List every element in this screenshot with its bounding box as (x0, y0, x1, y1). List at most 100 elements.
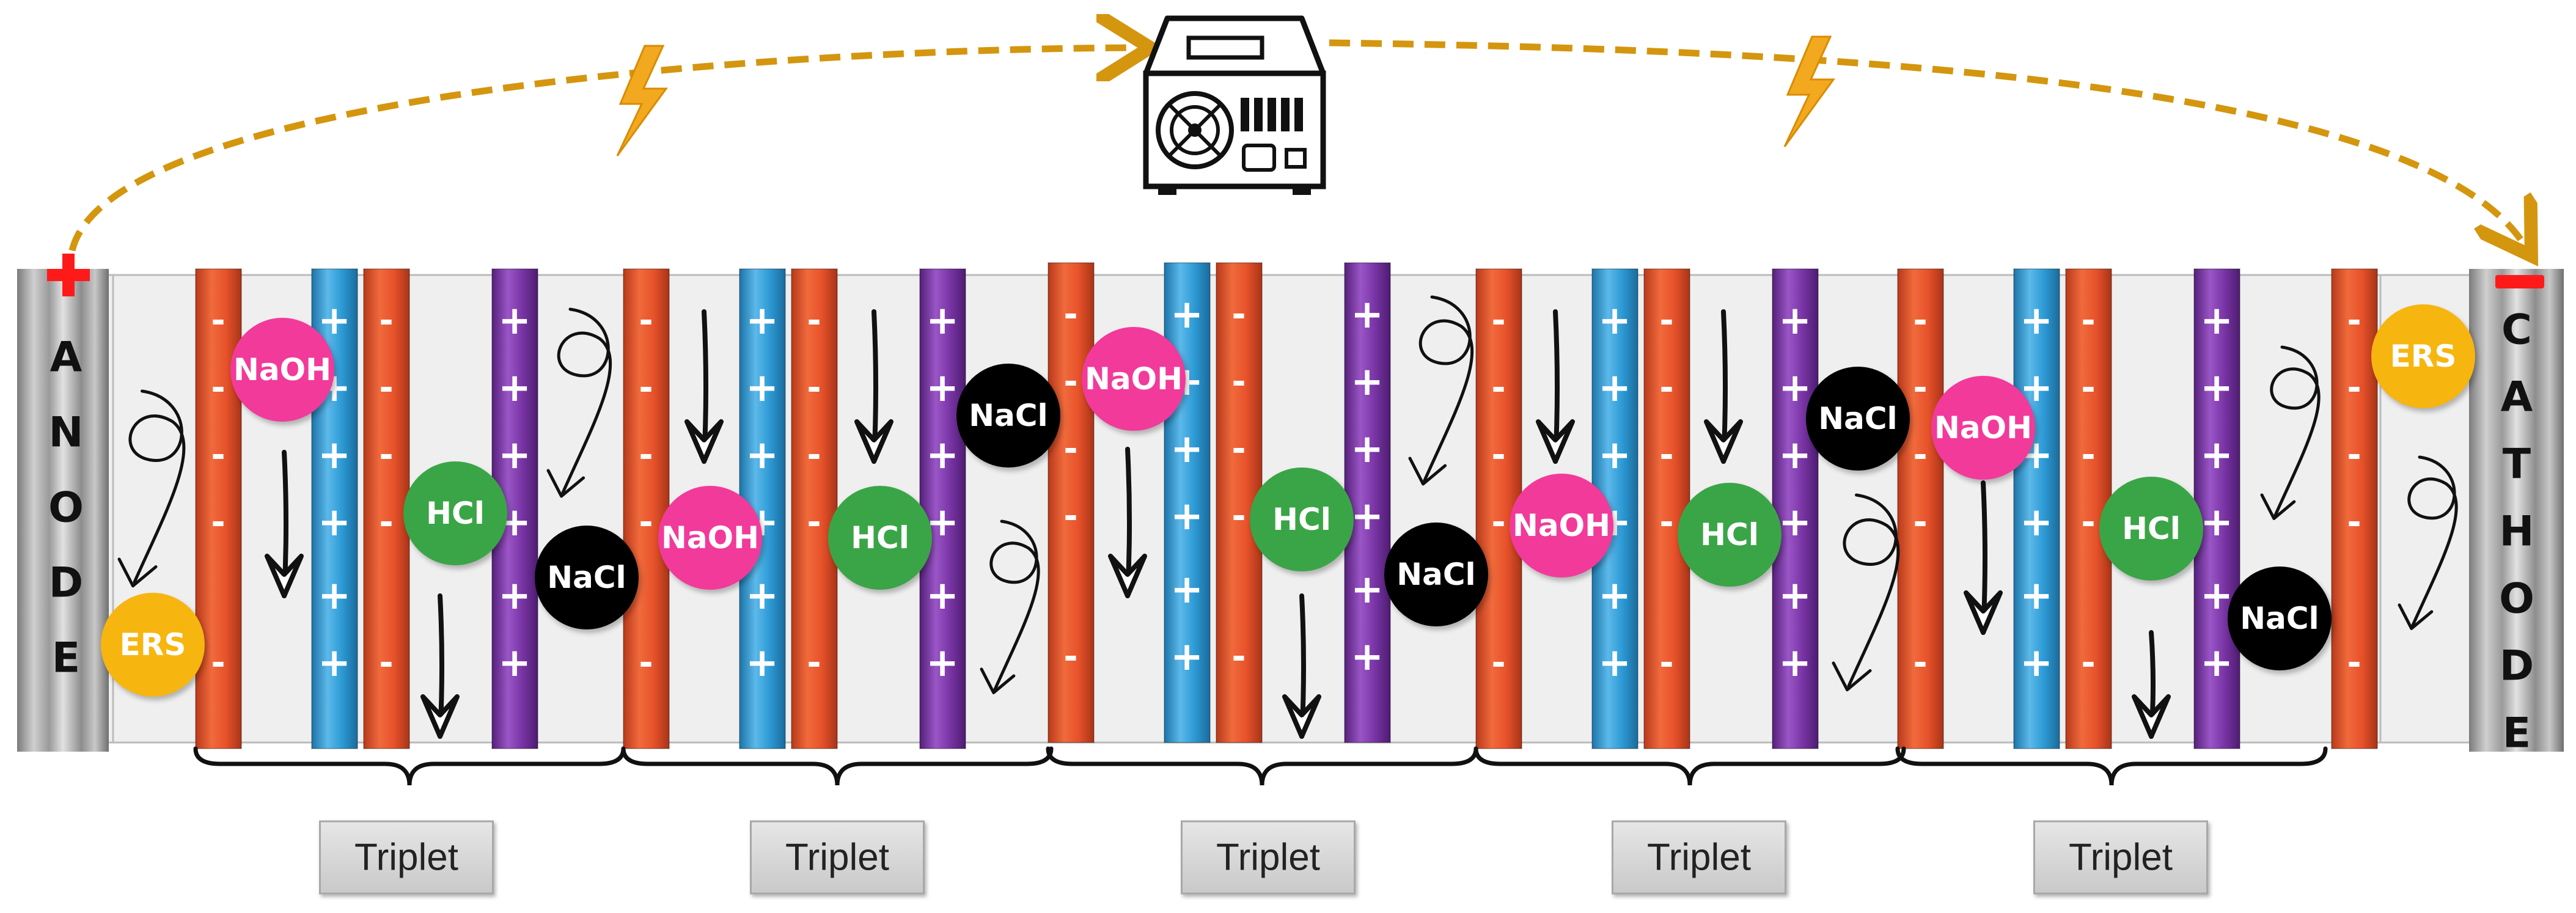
triplet-label: Triplet (1181, 820, 1356, 895)
circuit-wire-left (68, 48, 1137, 252)
positive-charge-sign: + (1170, 634, 1203, 680)
positive-charge-sign: + (318, 573, 351, 618)
negative-charge-sign: - (1231, 496, 1246, 536)
negative-charge-sign: - (1231, 295, 1246, 334)
positive-charge-sign: + (1778, 298, 1811, 343)
minus-sign (2495, 275, 2544, 288)
negative-charge-sign: - (379, 435, 394, 475)
mixing-swirl-icon (1418, 295, 1474, 482)
circuit-wire-right (1329, 39, 2524, 244)
positive-charge-sign: + (318, 500, 351, 545)
positive-charge-sign: + (746, 640, 779, 686)
positive-charge-sign: + (318, 640, 351, 686)
negative-charge-sign: - (2081, 435, 2096, 475)
anode-letter: D (48, 559, 84, 607)
positive-charge-sign: + (2200, 640, 2233, 686)
triplet-label: Triplet (2033, 820, 2208, 895)
positive-charge-sign: + (2200, 365, 2233, 411)
anode-plate (17, 269, 109, 752)
positive-charge-sign: + (1351, 427, 1384, 472)
positive-charge-sign: + (1170, 292, 1203, 337)
mixing-swirl-icon (2407, 455, 2458, 627)
negative-charge-sign: - (1063, 637, 1078, 676)
cathode-letter: A (2500, 373, 2533, 422)
positive-charge-sign: + (498, 365, 531, 411)
negative-charge-sign: - (1913, 643, 1928, 683)
negative-charge-sign: - (379, 643, 394, 683)
cation-exchange-membrane (195, 268, 242, 749)
cathode-plate (2469, 269, 2564, 752)
negative-charge-sign: - (1659, 502, 1674, 542)
negative-charge-sign: - (1659, 435, 1674, 475)
positive-charge-sign: + (1598, 640, 1631, 686)
negative-charge-sign: - (1659, 301, 1674, 340)
positive-charge-sign: + (498, 640, 531, 686)
negative-charge-sign: - (1063, 295, 1078, 334)
negative-charge-sign: - (639, 435, 653, 475)
negative-charge-sign: - (1231, 429, 1246, 469)
curly-brace-icon (1895, 746, 2328, 786)
negative-charge-sign: - (807, 643, 821, 683)
positive-charge-sign: + (926, 365, 959, 411)
positive-charge-sign: + (746, 573, 779, 618)
positive-charge-sign: + (2020, 500, 2053, 545)
flow-arrow-icon (1282, 694, 1321, 739)
positive-charge-sign: + (1170, 567, 1203, 612)
mixing-swirl-icon (1832, 661, 1872, 692)
positive-charge-sign: + (926, 573, 959, 618)
mixing-swirl-icon (546, 469, 585, 498)
positive-charge-sign: + (2200, 298, 2233, 343)
power-supply-icon (1143, 15, 1326, 195)
negative-charge-sign: - (1063, 429, 1078, 469)
cathode-letter: D (2499, 642, 2534, 691)
negative-charge-sign: - (1491, 368, 1506, 408)
negative-charge-sign: - (1063, 496, 1078, 536)
positive-charge-sign: + (1778, 640, 1811, 686)
hcl-circle: HCl (1250, 468, 1354, 571)
cathode-letter: T (2502, 440, 2531, 489)
positive-charge-sign: + (746, 298, 779, 343)
negative-charge-sign: - (2347, 368, 2361, 408)
naoh-circle: NaOH (658, 486, 762, 590)
anion-exchange-membrane (2013, 268, 2060, 749)
mixing-swirl-icon (1843, 493, 1900, 688)
cation-exchange-membrane (2331, 268, 2378, 749)
positive-charge-sign: + (1351, 292, 1384, 337)
triplet-label: Triplet (1612, 820, 1786, 895)
hcl-circle: HCl (2099, 477, 2203, 581)
positive-charge-sign: + (1598, 298, 1631, 343)
cation-exchange-membrane (791, 268, 838, 749)
negative-charge-sign: - (379, 301, 394, 340)
positive-charge-sign: + (2020, 298, 2053, 343)
plus-sign-vertical (62, 254, 75, 296)
negative-charge-sign: - (639, 301, 653, 340)
negative-charge-sign: - (1491, 502, 1506, 542)
negative-charge-sign: - (2347, 301, 2361, 340)
cation-exchange-membrane (1643, 268, 1690, 749)
positive-charge-sign: + (2020, 573, 2053, 618)
triplet-label: Triplet (319, 820, 494, 895)
mixing-swirl-icon (989, 519, 1040, 691)
positive-charge-sign: + (498, 573, 531, 618)
mixing-swirl-icon (557, 307, 612, 494)
positive-charge-sign: + (1598, 573, 1631, 618)
positive-charge-sign: + (1351, 634, 1384, 680)
negative-charge-sign: - (211, 368, 226, 408)
hcl-circle: HCl (403, 461, 507, 565)
positive-charge-sign: + (746, 433, 779, 478)
positive-charge-sign: + (746, 365, 779, 411)
naoh-circle: NaOH (1082, 327, 1186, 431)
flow-arrow-icon (1964, 590, 2003, 635)
positive-charge-sign: + (1598, 433, 1631, 478)
cathode-letter: C (2501, 306, 2532, 354)
hcl-circle: HCl (828, 486, 932, 590)
negative-charge-sign: - (807, 301, 821, 340)
negative-charge-sign: - (1913, 435, 1928, 475)
negative-charge-sign: - (639, 643, 653, 683)
positive-charge-sign: + (318, 298, 351, 343)
mixing-swirl-icon (2270, 345, 2321, 517)
cathode-letter: O (2499, 574, 2534, 623)
mixing-swirl-icon (1408, 457, 1447, 486)
nacl-circle: NaCl (535, 526, 639, 629)
negative-charge-sign: - (1659, 368, 1674, 408)
